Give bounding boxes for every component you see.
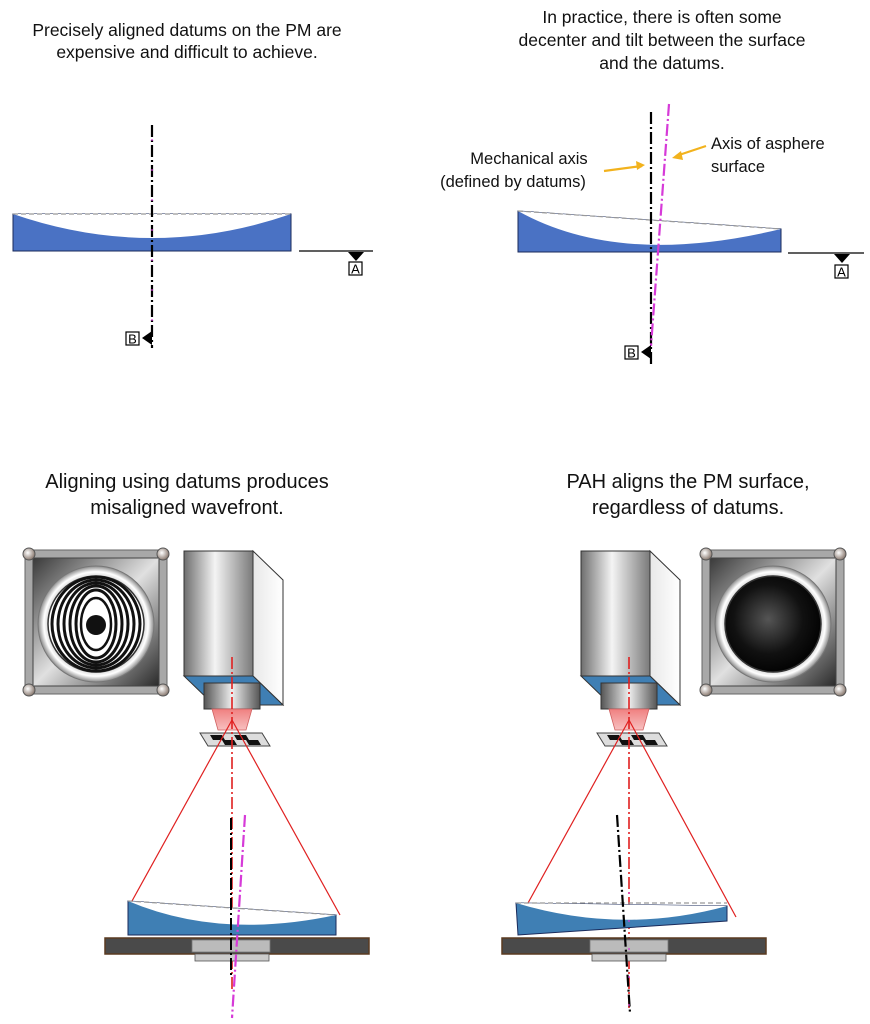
- datum-a-box: [348, 261, 363, 276]
- asphere-axis-label-line1: Axis of asphere: [711, 135, 825, 153]
- panel-bottom-left: Aligning using datums produces misaligne…: [22, 471, 370, 1019]
- mech-axis-arrow-icon: [603, 164, 643, 173]
- datum-a-triangle-icon-right: [834, 254, 850, 263]
- datum-b-box: [125, 331, 140, 346]
- caption-top-right-line2: decenter and tilt between the surface: [519, 30, 806, 50]
- panel-bottom-right: PAH aligns the PM surface, regardless of…: [501, 471, 847, 1014]
- interferogram-display-fringes: [22, 547, 170, 697]
- mirror-bottom-left-surface: [128, 901, 336, 925]
- stage-foot-right: [591, 953, 667, 962]
- stage-center-block-right: [589, 939, 669, 953]
- camera-body-icon-right: [579, 549, 682, 747]
- datum-a-triangle-icon: [348, 252, 364, 261]
- ray-right-right-panel: [628, 719, 737, 918]
- mech-axis-arrowhead: [636, 161, 645, 170]
- caption-bottom-right-line2: regardless of datums.: [592, 497, 784, 519]
- datum-a-letter: A: [351, 262, 360, 277]
- camera-body-icon: [182, 549, 285, 747]
- mirror-bottom-right-surface: [516, 903, 727, 920]
- caption-top-left-line1: Precisely aligned datums on the PM are: [32, 20, 341, 40]
- datum-a-letter-right: A: [837, 265, 846, 280]
- mirror-tilted-dashed-line: [517, 210, 782, 230]
- mech-axis-label-line1: Mechanical axis: [470, 150, 587, 168]
- caption-bottom-right-line1: PAH aligns the PM surface,: [566, 471, 809, 493]
- mech-axis-label-line2: (defined by datums): [440, 173, 586, 191]
- datum-a-box-right: [834, 264, 849, 279]
- asphere-axis-arrowhead: [672, 151, 683, 160]
- panel-top-right: In practice, there is often some decente…: [440, 7, 864, 364]
- caption-top-right-line1: In practice, there is often some: [542, 7, 781, 27]
- asphere-axis-bottom-left: [230, 814, 247, 1019]
- caption-top-right-line3: and the datums.: [599, 53, 725, 73]
- mechanical-axis-bottom-right: [615, 814, 632, 1014]
- target-checker-icon-right: [596, 732, 668, 747]
- null-fringe-disk: [724, 575, 822, 673]
- ray-left-right-panel: [527, 719, 630, 904]
- caption-bottom-left-line1: Aligning using datums produces: [45, 471, 329, 493]
- datum-b-triangle-icon: [142, 331, 152, 345]
- ray-left: [131, 719, 233, 902]
- panel-top-left: Precisely aligned datums on the PM are e…: [12, 20, 373, 348]
- datum-b-letter-right: B: [627, 346, 636, 361]
- caption-bottom-left-line2: misaligned wavefront.: [90, 497, 283, 519]
- asphere-axis-right: [649, 103, 671, 347]
- datum-b-triangle-icon-right: [641, 345, 651, 359]
- asphere-axis-label-line2: surface: [711, 158, 765, 176]
- interferogram-display-null: [699, 547, 847, 697]
- caption-top-left-line2: expensive and difficult to achieve.: [56, 42, 317, 62]
- datum-b-box-right: [624, 345, 639, 360]
- fringe-pattern-icon: [50, 575, 142, 673]
- datum-b-letter: B: [128, 332, 137, 347]
- target-checker-icon: [199, 732, 271, 747]
- ray-right: [231, 719, 341, 916]
- mirror-tilted-concave-surface: [518, 211, 781, 245]
